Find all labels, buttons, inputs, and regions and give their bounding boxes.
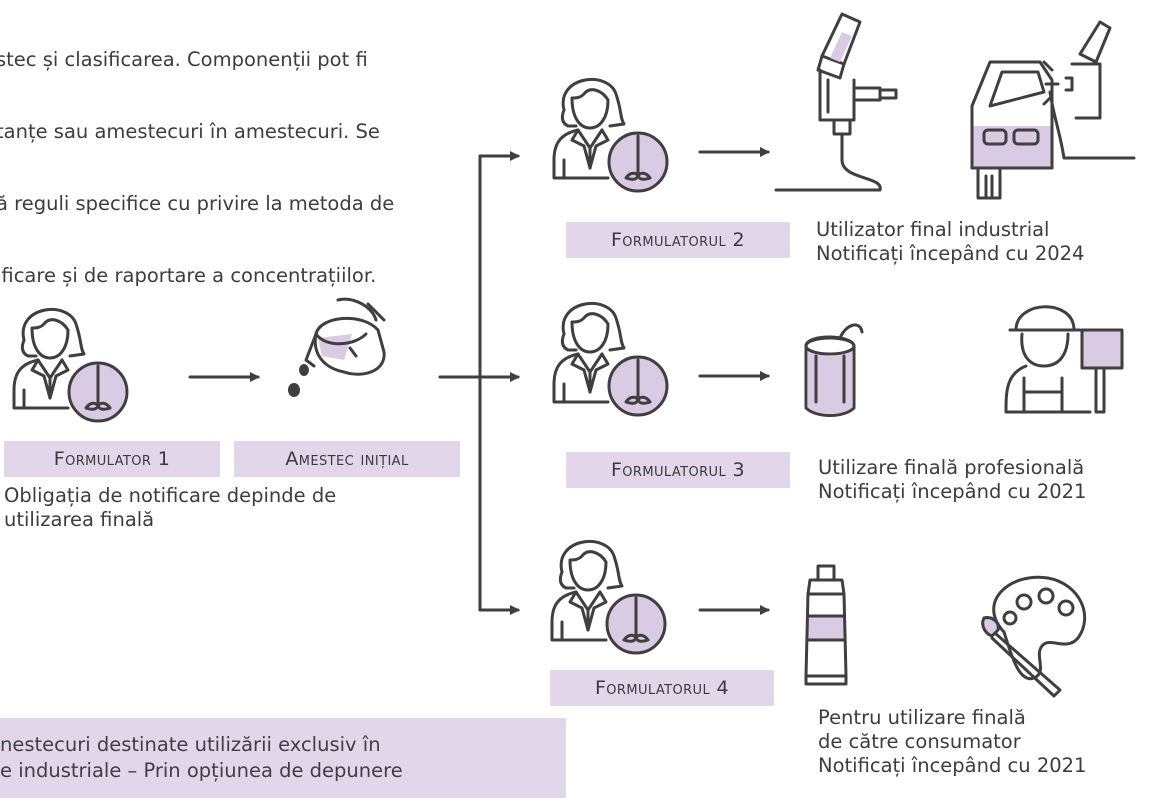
note-line: de către consumator <box>818 730 1021 753</box>
formulator4-label: Formulatorul 4 <box>550 670 774 706</box>
formulator2-person-icon <box>552 77 669 193</box>
formulator3-label: Formulatorul 3 <box>566 452 790 488</box>
formulator3-person-icon <box>552 301 669 417</box>
bottom-box-line: e industriale – Prin opțiunea de depuner… <box>0 759 403 782</box>
formulator1-person-icon <box>12 307 129 423</box>
painter-worker-icon <box>1004 305 1124 414</box>
formulator1-label: Formulator 1 <box>4 441 220 477</box>
note-line: Utilizare finală profesională <box>818 456 1085 479</box>
note-line: Notificați începând cu 2024 <box>816 242 1085 265</box>
note-line: Pentru utilizare finală <box>818 706 1026 729</box>
industrial-note: Utilizator final industrial Notificați î… <box>816 218 1150 266</box>
initial-mixture-label: Amestec inițial <box>234 441 460 477</box>
intro-paragraph: stec și clasificarea. Componenții pot fi… <box>0 0 536 312</box>
intro-line: ă reguli specifice cu privire la metoda … <box>0 192 395 215</box>
formulator1-note: Obligația de notificare depinde de utili… <box>4 484 444 532</box>
bottom-box-line: nestecuri destinate utilizării exclusiv … <box>0 733 381 756</box>
intro-line: tanțe sau amestecuri în amestecuri. Se <box>0 120 380 143</box>
intro-line: stec și clasificarea. Componenții pot fi <box>0 48 368 71</box>
note-line: Utilizator final industrial <box>816 218 1050 241</box>
note-line: Notificați începând cu 2021 <box>818 480 1087 503</box>
spray-gun-icon <box>774 12 898 192</box>
car-spray-painting-icon <box>970 20 1136 200</box>
paint-bucket-pour-icon <box>288 297 386 397</box>
paint-tube-icon <box>804 564 848 686</box>
professional-note: Utilizare finală profesională Notificați… <box>818 456 1150 504</box>
formulator2-label: Formulatorul 2 <box>566 222 790 258</box>
intro-line: ificare și de raportare a concentrațiilo… <box>0 264 377 287</box>
paint-can-icon <box>804 323 864 417</box>
formulator4-person-icon <box>550 539 667 655</box>
note-line: utilizarea finală <box>4 508 155 531</box>
note-line: Notificați începând cu 2021 <box>818 754 1087 777</box>
note-line: Obligația de notificare depinde de <box>4 484 337 507</box>
artist-palette-icon <box>981 575 1087 698</box>
consumer-note: Pentru utilizare finală de către consuma… <box>818 706 1150 778</box>
bottom-info-box: nestecuri destinate utilizării exclusiv … <box>0 718 566 798</box>
